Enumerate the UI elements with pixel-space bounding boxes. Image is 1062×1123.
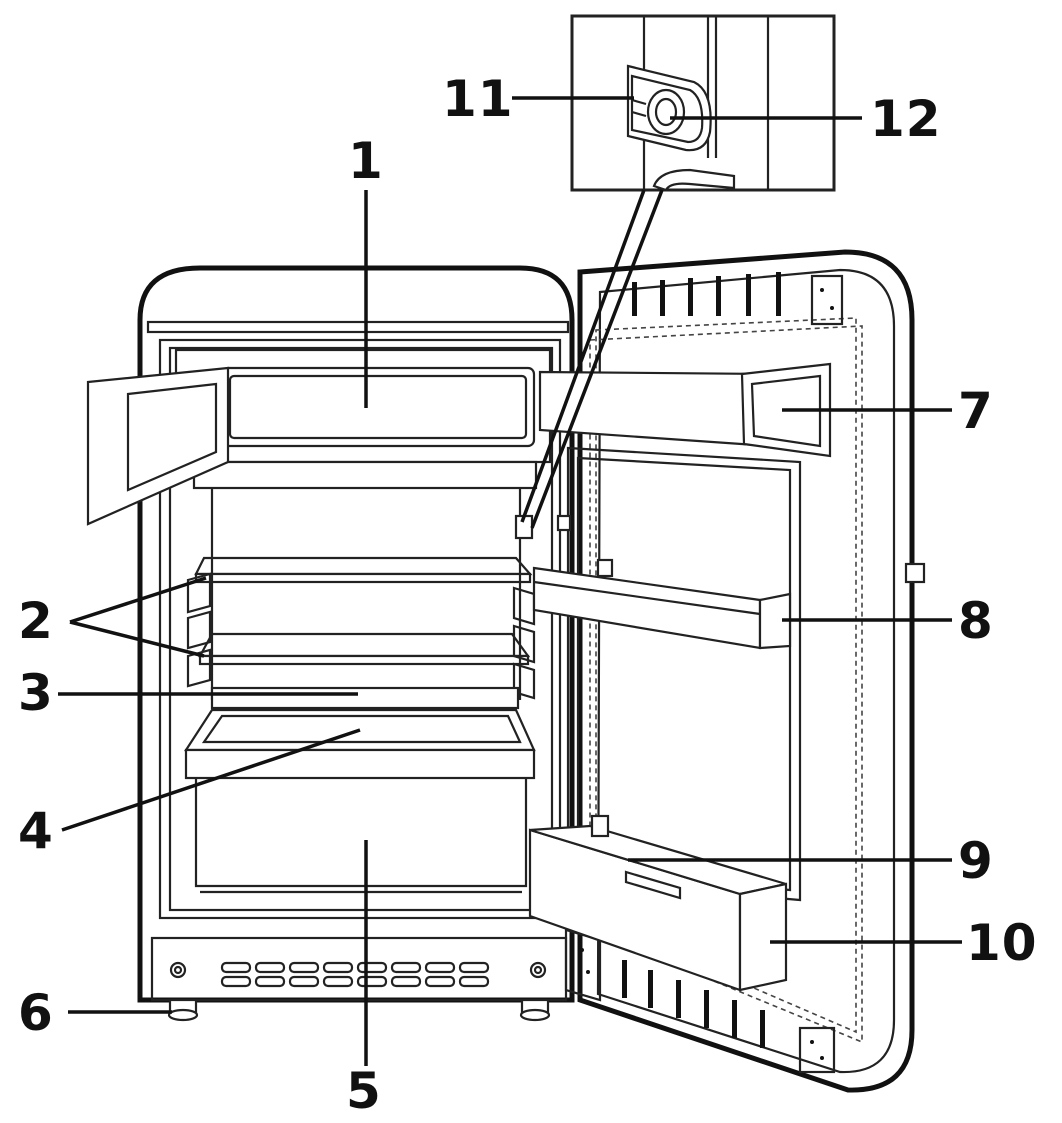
hinge-detail-inset [570,14,836,192]
glass-shelf-lower [198,632,531,666]
glass-shelf-upper [194,556,533,584]
door-top-vents [632,272,781,316]
adjustable-foot-right [519,998,551,1022]
door-bottom-vents [622,960,765,1048]
crisper-cover [210,686,520,710]
callout-11: 11 [442,70,514,128]
callout-lines [58,96,962,1066]
callout-8: 8 [958,592,994,650]
leader-4 [61,728,361,832]
callout-12: 12 [870,90,942,148]
freezer-compartment [86,348,552,526]
callout-7: 7 [958,382,994,440]
freezer-door [86,366,230,526]
leader-inset-b [530,189,664,529]
callout-3: 3 [18,664,54,722]
callout-6: 6 [18,984,54,1042]
callout-2: 2 [18,592,54,650]
leader-2b [69,620,205,658]
callout-5: 5 [346,1062,382,1120]
door-shelf-middle [532,558,792,650]
callout-4: 4 [18,802,54,860]
callout-10: 10 [966,914,1038,972]
leader-2a [69,576,207,624]
adjustable-foot-left [167,998,199,1022]
callout-9: 9 [958,832,994,890]
leader-inset-a [520,189,646,523]
callout-1: 1 [348,132,384,190]
vent-grille [220,961,490,988]
